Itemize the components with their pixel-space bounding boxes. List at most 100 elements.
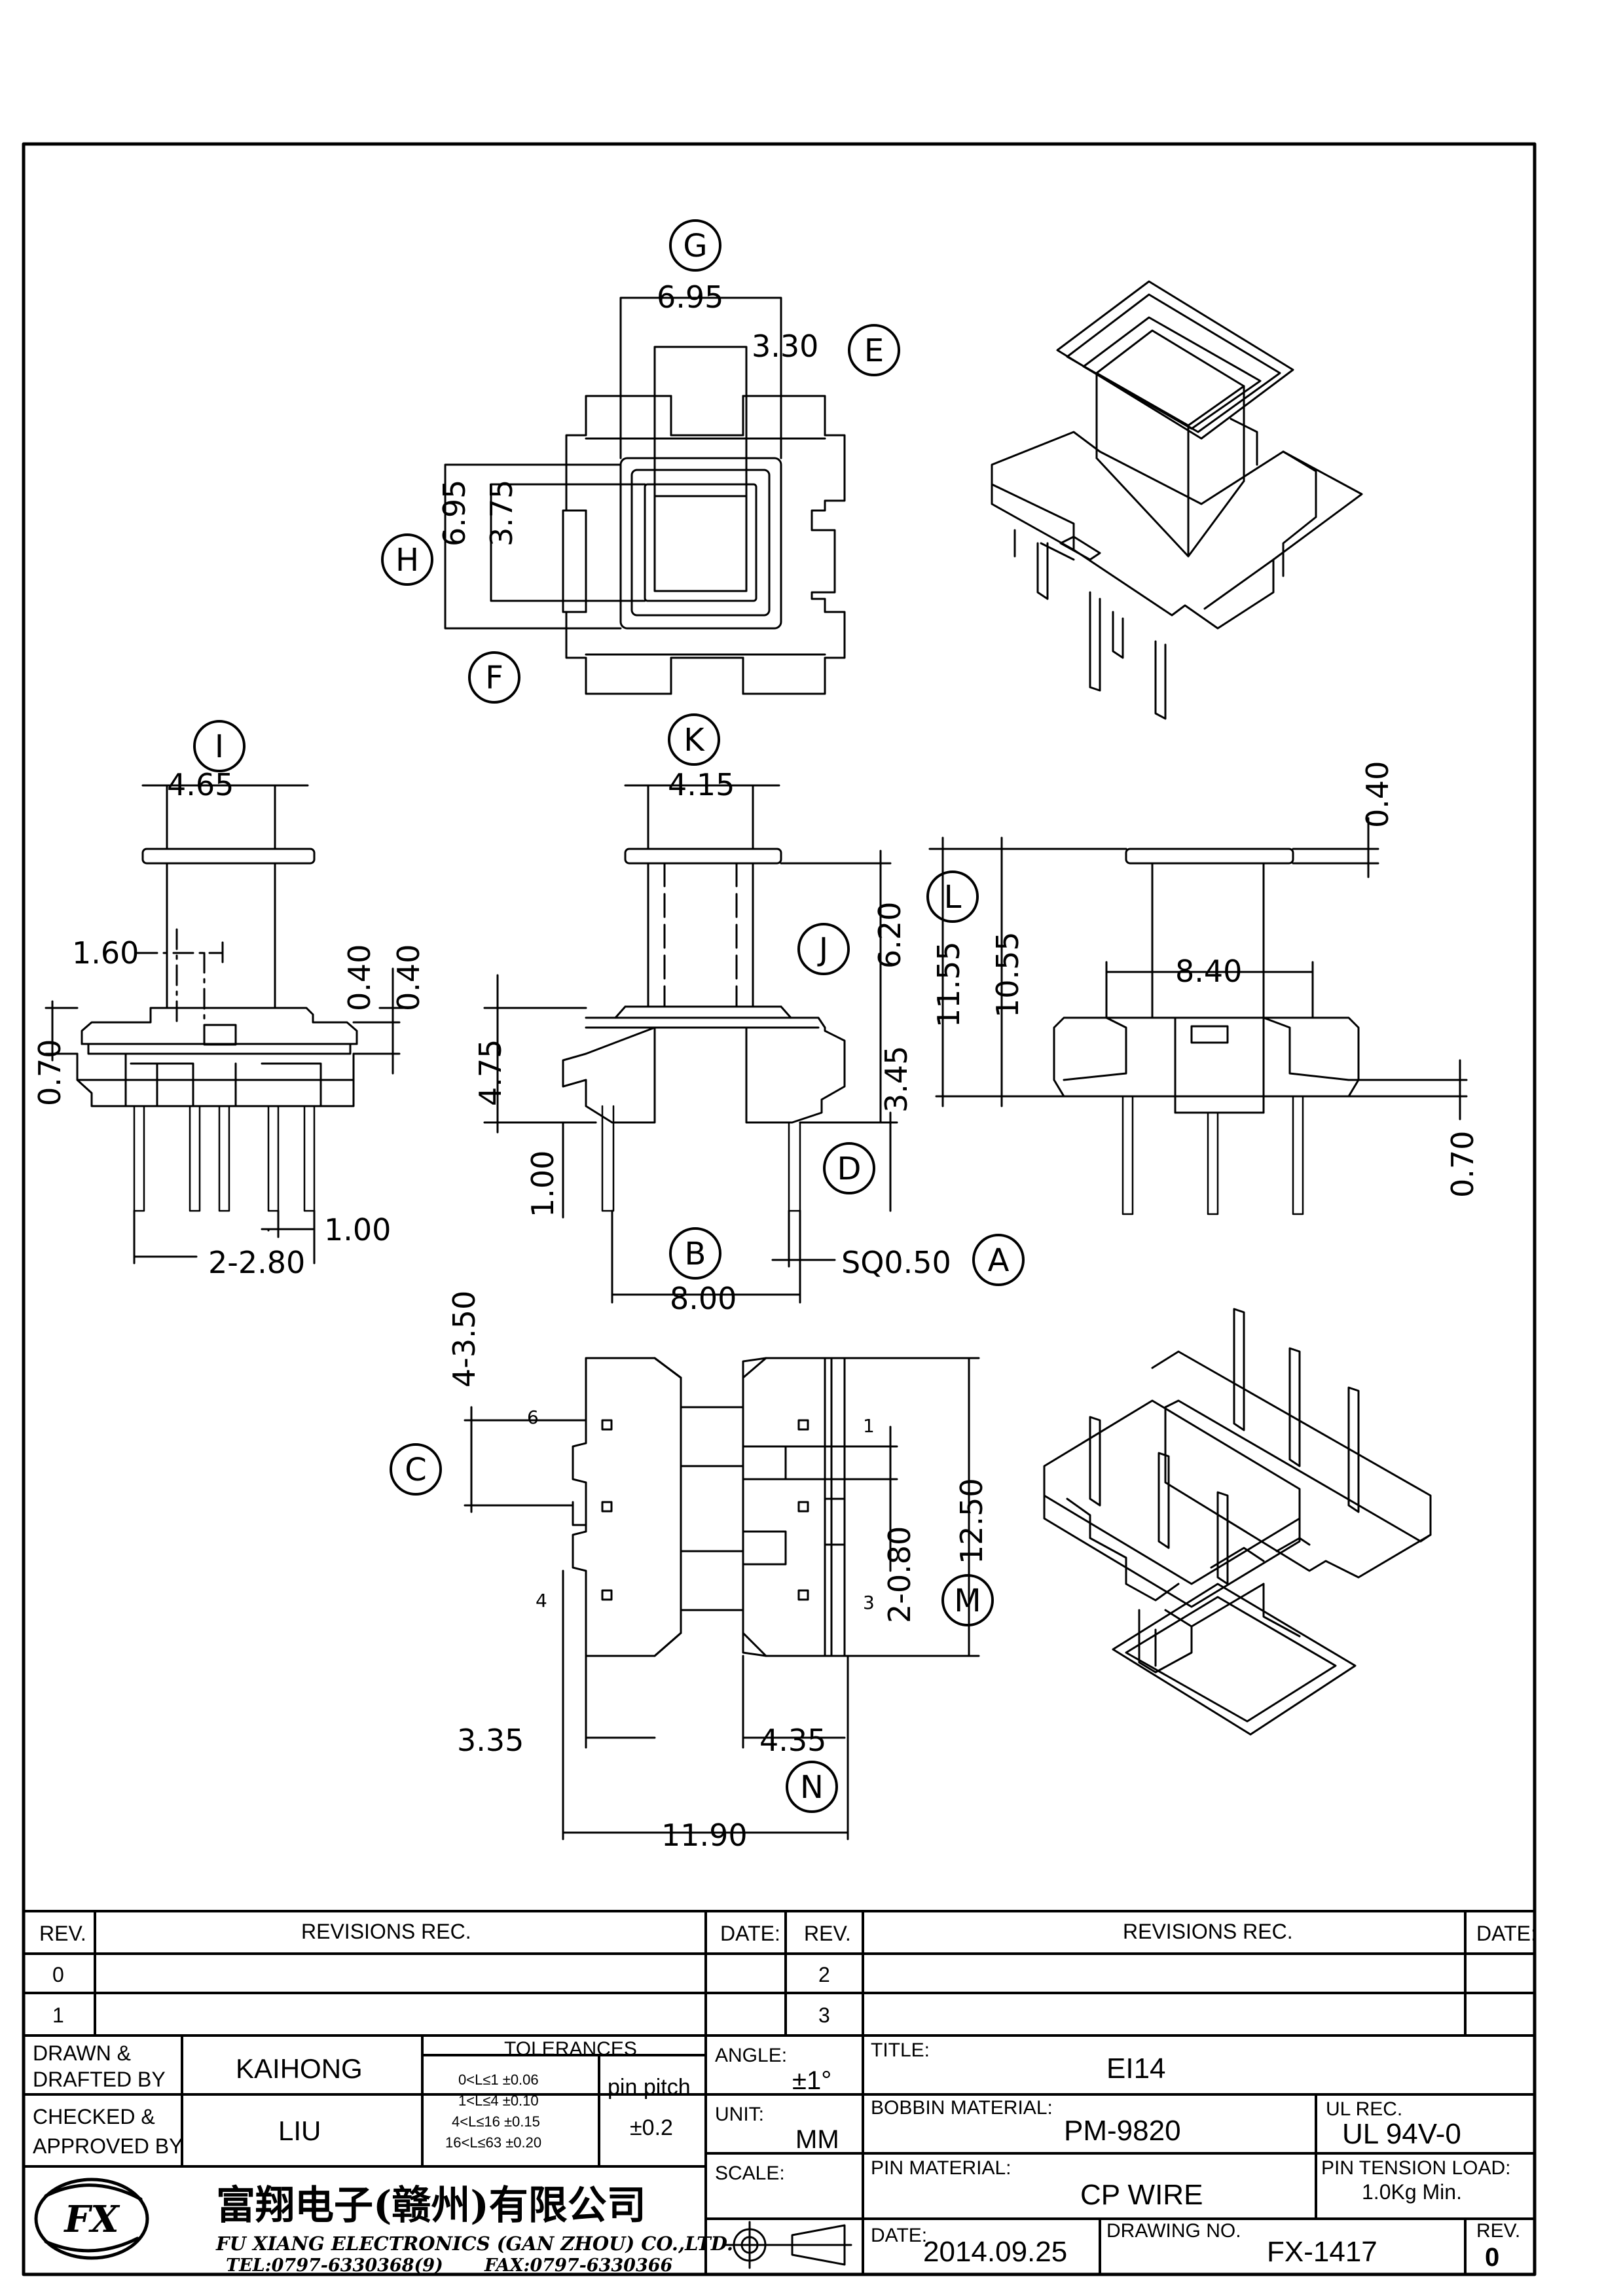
callout-n-label: N [800,1769,824,1806]
callout-e [848,324,900,376]
dim-k-top: 4.15 [668,767,735,802]
pin-label-1: 1 [863,1415,875,1437]
callouts [193,219,1025,1813]
dim-3-35: 3.35 [457,1723,524,1758]
rev-row-2: 2 [818,1963,830,1986]
rev-label-block: REV. [1476,2220,1520,2242]
revision-table [22,1910,1536,2037]
callout-m [941,1574,994,1626]
drawn-by-value: KAIHONG [236,2053,363,2084]
pin-label-3: 3 [863,1592,875,1613]
title-label: TITLE: [871,2039,930,2061]
checked-label-1: CHECKED & [33,2105,155,2128]
front-view [483,784,898,1304]
unit-label: UNIT: [715,2104,764,2125]
pin-label-6: 6 [527,1407,539,1428]
drawn-label-2: DRAFTED BY [33,2068,166,2091]
checked-label-2: APPROVED BY [33,2134,183,2158]
unit-value: MM [795,2125,839,2154]
tolerance-row-4: 16<L≤63 ±0.20 [445,2134,541,2151]
dim-h-height: 6.95 [437,480,472,547]
dim-1-00-front: 1.00 [525,1151,560,1217]
drawing-no-value: FX-1417 [1267,2236,1377,2268]
revisions-header-left: REVISIONS REC. [301,1920,471,1943]
dim-g-width: 6.95 [657,279,723,315]
dim-0-40-b: 0.40 [391,944,426,1011]
right-view [928,817,1468,1215]
rev-row-1: 1 [52,2003,64,2027]
dim-sq-pin: SQ0.50 [841,1245,951,1280]
rev-row-0: 0 [52,1963,64,1986]
dim-m-height: 12.50 [954,1478,989,1564]
tolerances-label: TOLERANCES [504,2038,637,2060]
drawn-label-1: DRAWN & [33,2041,131,2065]
callout-n [786,1761,838,1813]
dim-1-60: 1.60 [72,935,139,971]
callout-c [390,1443,442,1496]
callout-b-label: B [685,1236,706,1272]
callout-g-label: G [683,228,707,264]
callout-c-label: C [405,1452,427,1488]
callout-l-label: L [944,879,962,916]
title-value: EI14 [1106,2053,1166,2085]
callout-j-label: J [817,931,828,968]
callout-e-label: E [864,332,884,369]
tolerance-row-3: 4<L≤16 ±0.15 [452,2113,540,2130]
pin-tension-value: 1.0Kg Min. [1362,2180,1462,2204]
dim-4-75: 4.75 [473,1039,508,1106]
company-fax: FAX:0797-6330366 [484,2255,673,2276]
rev-row-3: 3 [818,2003,830,2027]
bottom-view [464,1357,980,1840]
callout-a-label: A [988,1242,1010,1279]
callout-m-label: M [954,1583,981,1619]
sheet-border [22,142,1537,2276]
left-view [45,784,407,1265]
top-view [444,296,846,695]
tolerance-row-1: 0<L≤1 ±0.06 [458,2072,539,2088]
date-header-left: DATE: [720,1922,780,1945]
callout-d-label: D [837,1151,862,1187]
dim-l-overall: 11.55 [931,941,966,1028]
dim-1-00: 1.00 [324,1212,391,1247]
title-block [22,2034,1536,2276]
date-label: DATE: [871,2225,927,2246]
dim-n-4-35: 4.35 [759,1723,826,1758]
callout-l [926,870,979,923]
projection-symbol [722,2221,852,2269]
company-name-en: FU XIANG ELECTRONICS (GAN ZHOU) CO.,LTD. [215,2233,733,2255]
dim-11-90: 11.90 [661,1818,748,1853]
angle-value: ±1° [792,2066,831,2095]
company-logo-text: FX [63,2198,120,2241]
drawing-no-label: DRAWING NO. [1106,2220,1241,2242]
callout-k [668,713,720,766]
iso-view-bottom [1043,1308,1432,1736]
pin-tension-label: PIN TENSION LOAD: [1321,2157,1511,2179]
pin-label-4: 4 [536,1590,547,1611]
dim-i-top: 4.65 [167,767,234,802]
angle-label: ANGLE: [715,2045,787,2066]
dim-e-inner: 3.30 [752,329,818,364]
bobbin-material-label: BOBBIN MATERIAL: [871,2097,1053,2119]
ul-rec-value: UL 94V-0 [1342,2118,1461,2150]
dim-3-45: 3.45 [879,1046,914,1113]
dim-c-slot: 4-3.50 [447,1291,482,1388]
rev-value-block: 0 [1485,2243,1499,2272]
company-name-cn: 富翔电子(赣州)有限公司 [216,2183,646,2229]
dim-0-70: 0.70 [32,1039,67,1106]
bobbin-material-value: PM-9820 [1064,2115,1181,2147]
rev-header-left: REV. [39,1922,86,1945]
dim-2-0-80: 2-0.80 [882,1526,917,1623]
dim-b-width: 8.00 [670,1281,737,1316]
company-tel: TEL:0797-6330368(9) [226,2255,443,2276]
dim-0-70-right: 0.70 [1445,1131,1480,1198]
ul-rec-label: UL REC. [1326,2098,1402,2120]
dim-f-inner: 3.75 [484,480,519,547]
callout-f-label: F [485,660,503,696]
callout-f [468,651,520,704]
callout-h [381,533,433,586]
rev-header-right: REV. [804,1922,851,1945]
callout-d [823,1142,875,1194]
callout-b [669,1227,721,1280]
tolerance-row-2: 1<L≤4 ±0.10 [458,2092,539,2109]
date-header-right: DATE: [1476,1922,1537,1945]
